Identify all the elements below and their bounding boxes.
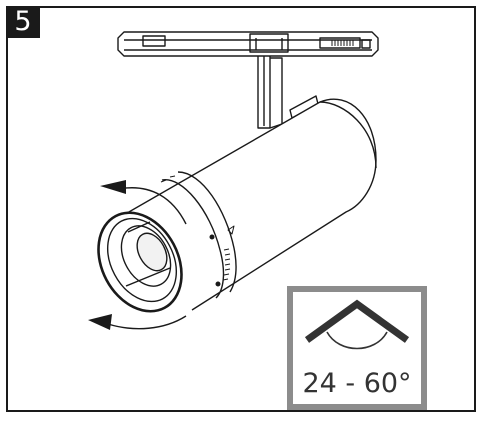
- track-adapter: [117, 31, 379, 57]
- beam-angle-label: 24 - 60°: [302, 368, 412, 399]
- focus-scale-ticks: [160, 175, 235, 287]
- spotlight-body: [97, 98, 377, 313]
- rotate-arrows-icon: [88, 180, 187, 330]
- beam-angle-panel: 24 - 60°: [287, 286, 427, 410]
- beam-angle-panel-inner: 24 - 60°: [293, 292, 421, 404]
- step-number-badge: 5: [6, 6, 40, 38]
- beam-angle-icon: [304, 299, 410, 350]
